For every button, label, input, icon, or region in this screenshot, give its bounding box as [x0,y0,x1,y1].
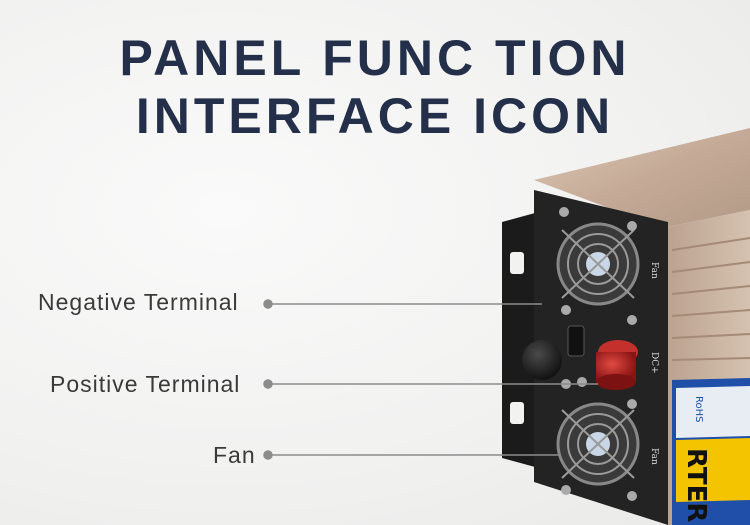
page-title-line-2: INTERFACE ICON [135,88,615,144]
bottom-fan [556,379,640,501]
positive-terminal-label: Positive Terminal [50,371,241,397]
rohs-mark: RoHS [693,396,704,422]
negative-terminal-label: Negative Terminal [38,289,239,315]
housing-top [534,128,750,228]
cooling-fins [671,237,750,361]
brand-strip [676,438,750,502]
callout-positive [263,379,598,389]
page-title-line-1: PANEL FUNC TION [119,30,631,86]
negative-terminal [522,325,585,380]
fan-label: Fan [213,442,256,468]
panel-label-fan-bottom: Fan [649,448,659,465]
panel-label-dc-plus: DC+ [649,352,659,374]
callout-negative [263,299,542,309]
label-white [676,386,750,438]
top-fan [556,207,640,325]
positive-terminal [577,340,638,390]
panel-label-fan-top: Fan [649,262,659,279]
callout-fan [263,450,560,460]
brand-text-fragment: RTER [681,448,711,522]
